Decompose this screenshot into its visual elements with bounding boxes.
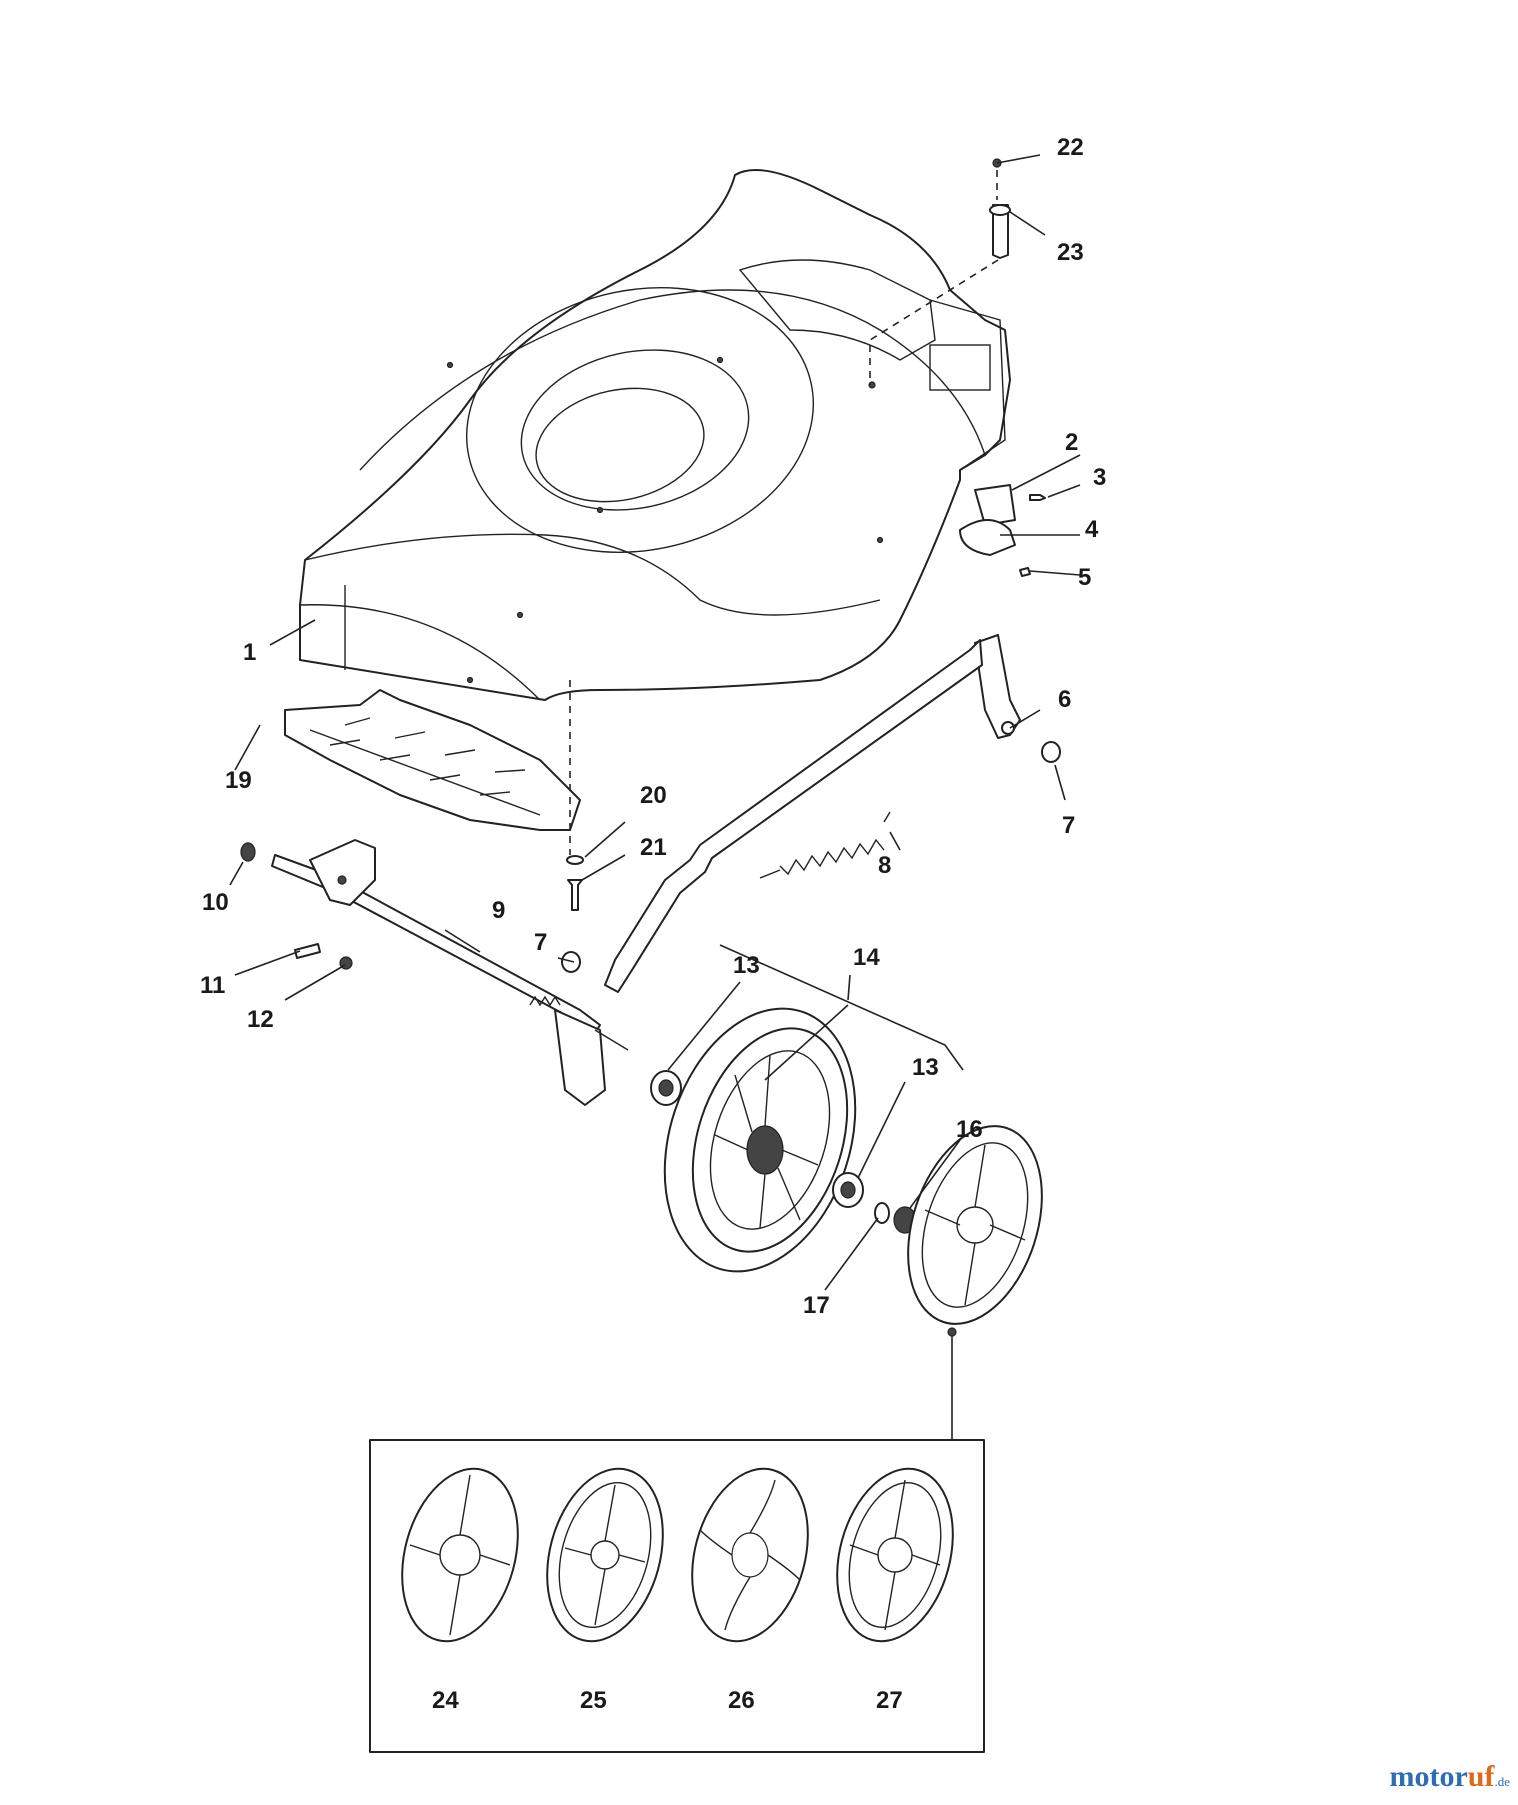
bracket-2-3-4-5 [959, 484, 1046, 577]
label-7-right: 7 [1062, 812, 1075, 839]
hub-cap [907, 1125, 1043, 1325]
label-19: 19 [225, 767, 252, 794]
hubcap-24 [401, 1467, 519, 1643]
label-13-left: 13 [733, 952, 760, 979]
label-13-right: 13 [912, 1054, 939, 1081]
label-20: 20 [640, 782, 667, 809]
part-labels: 22 23 2 3 4 5 1 6 7 19 20 21 8 10 9 7 11… [200, 134, 1106, 1714]
label-6: 6 [1058, 686, 1071, 713]
label-21: 21 [640, 834, 667, 861]
front-axle [271, 839, 629, 1106]
label-12: 12 [247, 1006, 274, 1033]
label-5: 5 [1078, 564, 1091, 591]
bearings-13 [650, 1070, 864, 1208]
label-26: 26 [728, 1687, 755, 1714]
hardware-20-21 [566, 855, 584, 911]
optional-hubcaps-box [369, 1439, 985, 1753]
mower-deck [299, 169, 1011, 701]
label-7-left: 7 [534, 929, 547, 956]
label-16: 16 [956, 1116, 983, 1143]
hubcap-26 [691, 1467, 809, 1643]
label-1: 1 [243, 639, 256, 666]
label-9: 9 [492, 897, 505, 924]
rear-wheel [663, 1007, 857, 1273]
label-25: 25 [580, 1687, 607, 1714]
handle-rod [604, 634, 1021, 993]
label-24: 24 [432, 1687, 459, 1714]
label-27: 27 [876, 1687, 903, 1714]
spring [759, 811, 891, 879]
hubcap-27 [836, 1467, 954, 1643]
label-3: 3 [1093, 464, 1106, 491]
watermark-logo: motoruf.de [1389, 1760, 1510, 1793]
label-11: 11 [200, 972, 225, 999]
pin-22-23 [989, 158, 1011, 259]
label-8: 8 [878, 852, 891, 879]
label-22: 22 [1057, 134, 1084, 161]
hubcap-25 [546, 1467, 664, 1643]
label-4: 4 [1085, 516, 1099, 543]
nuts-7 [561, 741, 1061, 973]
label-14: 14 [853, 944, 880, 971]
leader-lines [229, 154, 1081, 1440]
rear-flap [284, 689, 581, 831]
label-2: 2 [1065, 429, 1078, 456]
label-10: 10 [202, 889, 229, 916]
label-17: 17 [803, 1292, 830, 1319]
label-23: 23 [1057, 239, 1084, 266]
